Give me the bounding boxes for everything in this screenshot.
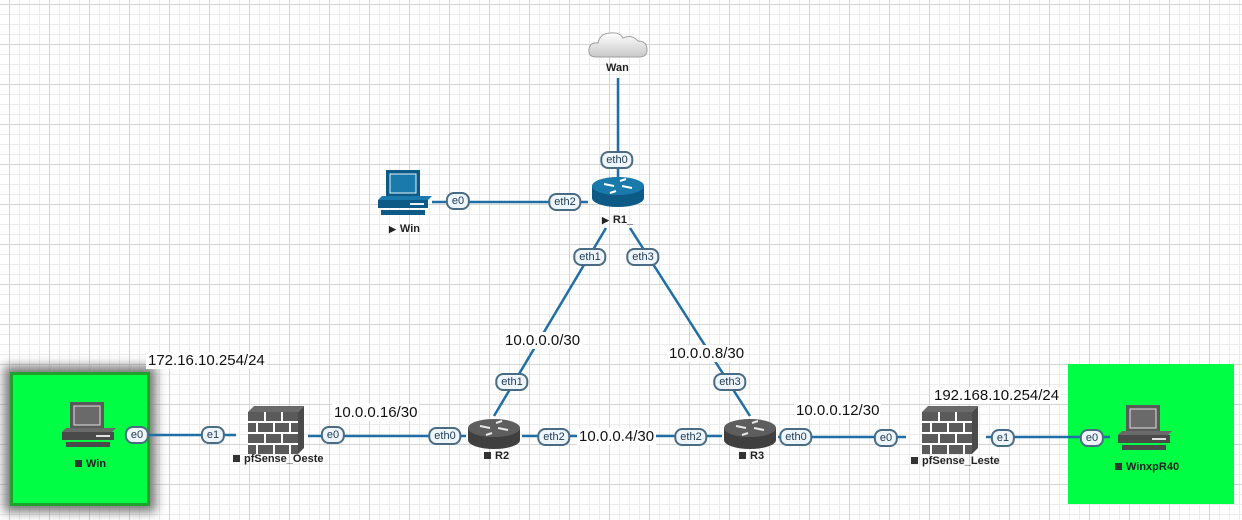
interface-badge-winleft-e0[interactable]: e0 bbox=[124, 426, 150, 444]
network-label-r2-r3: 10.0.0.4/30 bbox=[577, 428, 657, 445]
network-label-lan-oeste: 172.16.10.254/24 bbox=[146, 352, 267, 369]
stop-icon bbox=[911, 457, 918, 464]
router-icon-r1[interactable] bbox=[592, 177, 644, 207]
stop-icon bbox=[739, 452, 746, 459]
interface-badge-r3-eth2[interactable]: eth2 bbox=[674, 428, 708, 446]
interface-badge-r2-eth2[interactable]: eth2 bbox=[537, 428, 571, 446]
play-icon: ▶ bbox=[602, 215, 609, 225]
node-name: Win bbox=[399, 223, 420, 235]
links bbox=[138, 78, 1110, 439]
node-name: Win bbox=[86, 458, 107, 470]
pc-icon-win-left[interactable] bbox=[62, 402, 116, 447]
interface-badge-oeste-e0[interactable]: e0 bbox=[320, 426, 346, 444]
stop-icon bbox=[75, 460, 82, 467]
node-label-r3[interactable]: R3 bbox=[739, 450, 764, 462]
node-name: R3 bbox=[750, 450, 765, 462]
interface-badge-r2-eth0[interactable]: eth0 bbox=[428, 427, 462, 445]
interface-badge-r3-eth3[interactable]: eth3 bbox=[713, 373, 747, 391]
node-label-win-top[interactable]: ▶Win bbox=[389, 223, 420, 235]
firewall-icon-pfsense-leste[interactable] bbox=[922, 406, 978, 454]
node-label-pfsense-leste[interactable]: pfSense_Leste bbox=[911, 455, 1000, 467]
network-label-r3-leste: 10.0.0.12/30 bbox=[794, 402, 882, 419]
interface-badge-oeste-e1[interactable]: e1 bbox=[200, 426, 226, 444]
node-name: R1_ bbox=[612, 214, 634, 226]
network-label-oeste-r2: 10.0.0.16/30 bbox=[332, 404, 420, 421]
interface-badge-r2-eth1[interactable]: eth1 bbox=[495, 373, 529, 391]
play-icon: ▶ bbox=[389, 224, 396, 234]
network-label-r1-r2: 10.0.0.0/30 bbox=[503, 332, 583, 349]
interface-badge-leste-e0[interactable]: e0 bbox=[873, 429, 899, 447]
router-icon-r2[interactable] bbox=[468, 419, 520, 449]
node-name: pfSense_Leste bbox=[922, 455, 1000, 467]
node-name: pfSense_Oeste bbox=[244, 453, 324, 465]
node-label-pfsense-oeste[interactable]: pfSense_Oeste bbox=[233, 453, 323, 465]
network-label-lan-leste: 192.168.10.254/24 bbox=[932, 387, 1062, 404]
firewall-icon-pfsense-oeste[interactable] bbox=[248, 406, 304, 454]
interface-badge-r1-eth3[interactable]: eth3 bbox=[626, 248, 660, 266]
pc-icon-win-top[interactable] bbox=[378, 170, 432, 215]
node-label-winxp[interactable]: WinxpR40 bbox=[1115, 461, 1179, 473]
stop-icon bbox=[233, 455, 240, 462]
node-label-r2[interactable]: R2 bbox=[484, 450, 509, 462]
interface-badge-r1-eth2[interactable]: eth2 bbox=[548, 193, 582, 211]
interface-badge-r1-eth1[interactable]: eth1 bbox=[573, 248, 607, 266]
interface-badge-winxp-e0[interactable]: e0 bbox=[1079, 429, 1105, 447]
node-label-wan[interactable]: Wan bbox=[606, 62, 629, 74]
network-label-r1-r3: 10.0.0.8/30 bbox=[667, 345, 747, 362]
node-label-win-left[interactable]: Win bbox=[75, 458, 106, 470]
interface-badge-r3-eth0[interactable]: eth0 bbox=[779, 428, 813, 446]
stop-icon bbox=[1115, 463, 1122, 470]
interface-badge-wintop-e0[interactable]: e0 bbox=[445, 192, 471, 210]
interface-badge-leste-e1[interactable]: e1 bbox=[990, 429, 1016, 447]
node-name: Wan bbox=[606, 62, 629, 74]
interface-badge-r1-eth0[interactable]: eth0 bbox=[600, 151, 634, 169]
pc-icon-winxp[interactable] bbox=[1118, 405, 1172, 450]
cloud-icon[interactable] bbox=[588, 32, 648, 58]
node-label-r1[interactable]: ▶R1_ bbox=[602, 214, 633, 226]
node-name: WinxpR40 bbox=[1126, 461, 1180, 473]
stop-icon bbox=[484, 452, 491, 459]
router-icon-r3[interactable] bbox=[724, 419, 776, 449]
node-name: R2 bbox=[495, 450, 510, 462]
